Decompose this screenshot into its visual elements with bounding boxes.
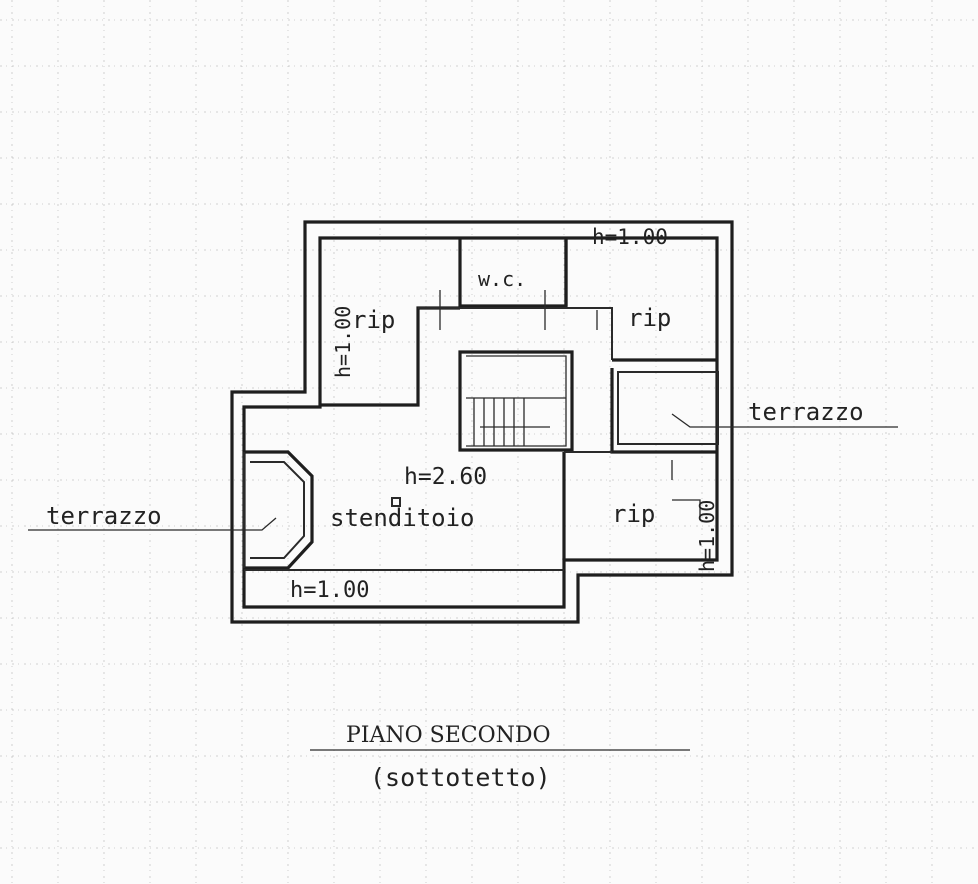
label-terrazzo-right: terrazzo <box>748 398 864 426</box>
label-h-center: h=2.60 <box>404 464 487 490</box>
caption-subtitle: (sottotetto) <box>370 763 551 792</box>
plan-caption: PIANO SECONDO (sottotetto) <box>346 723 551 792</box>
label-rip-top-left: rip <box>352 306 395 334</box>
label-stenditoio: stenditoio <box>330 504 475 532</box>
label-h-top-right: h=1.00 <box>592 225 668 249</box>
label-h-top-left: h=1.00 <box>331 306 355 378</box>
leader-lines <box>28 413 898 751</box>
label-h-bottom: h=1.00 <box>290 578 369 603</box>
internal-walls <box>243 238 719 571</box>
label-wc: w.c. <box>478 267 526 291</box>
label-h-right: h=1.00 <box>695 500 719 572</box>
label-rip-right: rip <box>612 500 655 528</box>
label-terrazzo-left: terrazzo <box>46 502 162 530</box>
caption-title: PIANO SECONDO <box>346 723 551 748</box>
outer-walls <box>230 220 734 624</box>
room-labels: rip h=1.00 w.c. h=1.00 rip terrazzo h=2.… <box>46 225 864 603</box>
label-rip-top-right: rip <box>628 304 671 332</box>
